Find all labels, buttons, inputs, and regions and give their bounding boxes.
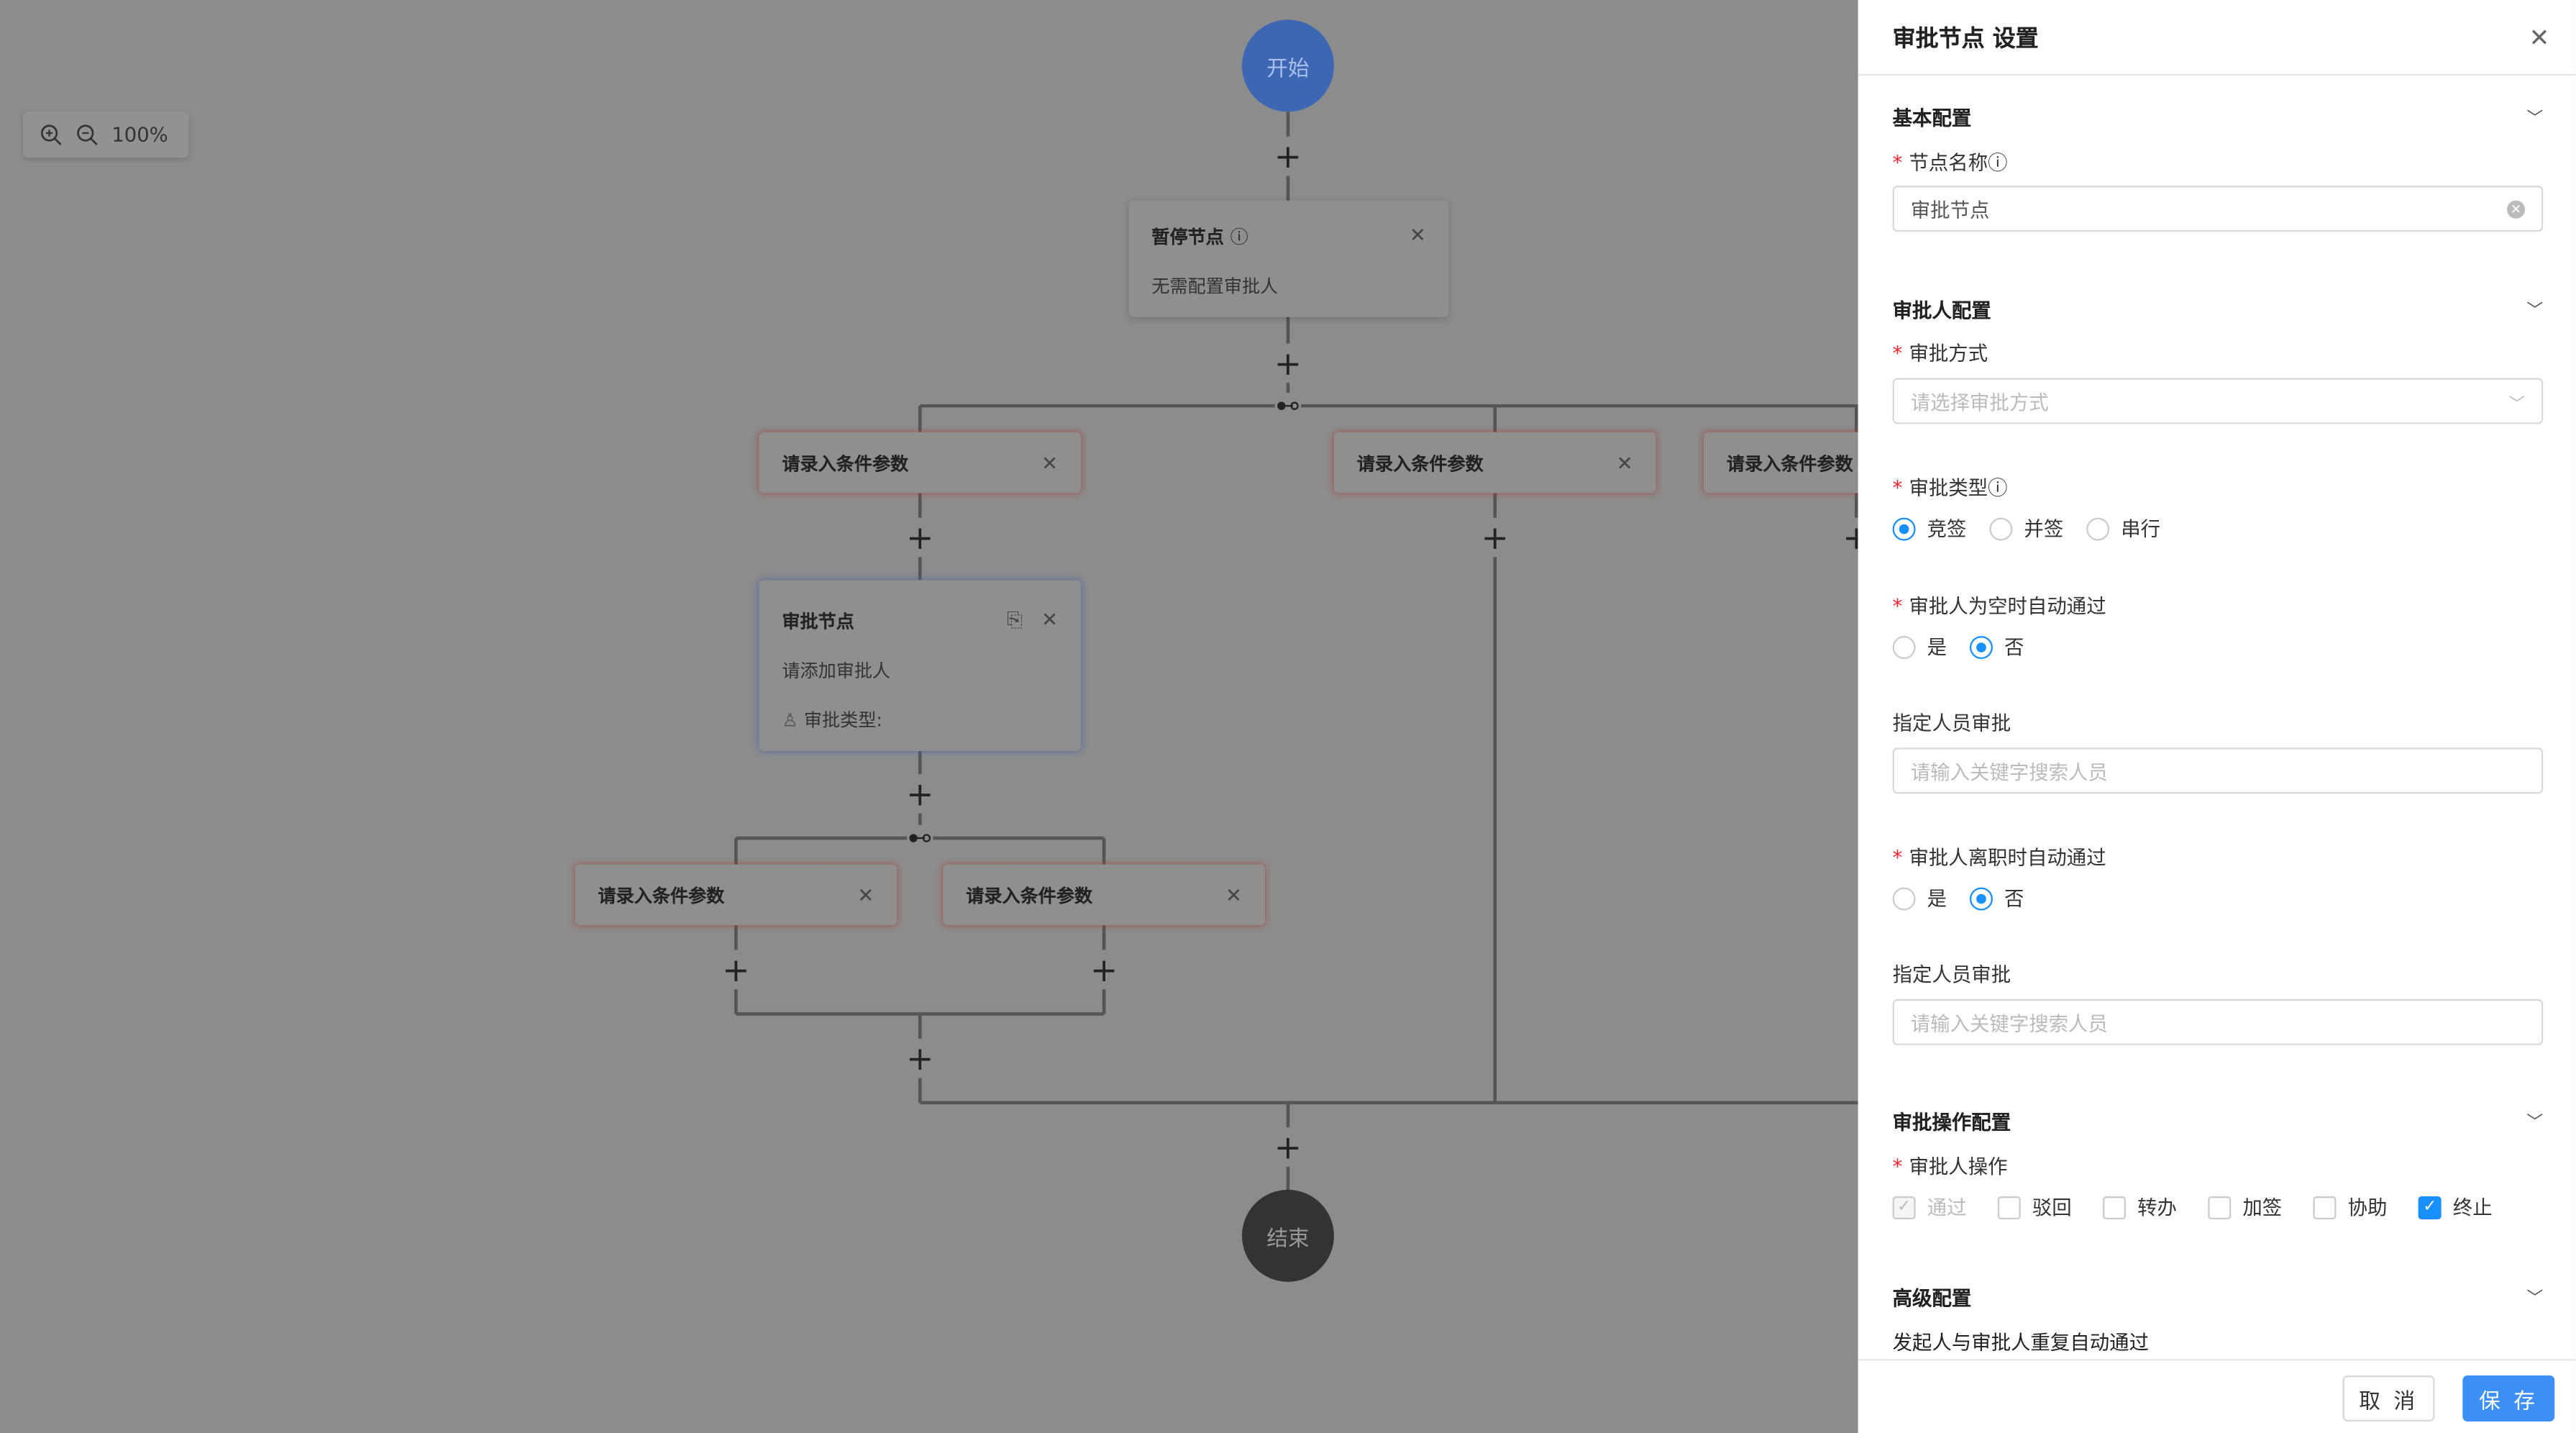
empty-auto-radio-group: 是 否: [1892, 632, 2024, 660]
resign-auto-label: 审批人离职时自动通过: [1909, 846, 2106, 870]
radio-chuanxing[interactable]: 串行: [2086, 514, 2160, 542]
close-icon[interactable]: ✕: [2529, 22, 2550, 52]
chevron-down-icon[interactable]: ﹀: [2526, 110, 2544, 129]
stamp-icon: ♙: [782, 709, 798, 732]
chevron-down-icon[interactable]: ﹀: [2526, 1114, 2544, 1132]
resign-auto-radio-group: 是 否: [1892, 884, 2024, 912]
radio-jingqian[interactable]: 竞签: [1892, 514, 1966, 542]
section-basic[interactable]: 基本配置﹀: [1893, 104, 2544, 132]
condition-node[interactable]: 请录入条件参数 ✕: [575, 864, 898, 926]
designee-search-input[interactable]: 请输入关键字搜索人员: [1892, 747, 2544, 794]
pause-node-title: 暂停节点: [1151, 227, 1224, 248]
radio-no[interactable]: 否: [1970, 632, 2024, 660]
section-operations[interactable]: 审批操作配置﹀: [1893, 1108, 2544, 1136]
condition-label: 请录入条件参数: [966, 885, 1093, 906]
drawer-title: 审批节点 设置: [1892, 25, 2039, 52]
close-icon[interactable]: ✕: [1225, 883, 1243, 906]
designee-label: 指定人员审批: [1892, 963, 2011, 986]
zoom-out-icon[interactable]: [76, 123, 99, 146]
zoom-level: 100%: [111, 123, 168, 147]
condition-label: 请录入条件参数: [598, 885, 725, 906]
type-label: 审批类型: [1909, 476, 1988, 500]
node-name-label: 节点名称: [1909, 151, 1988, 175]
add-node-button[interactable]: +: [1271, 1127, 1305, 1167]
add-node-button[interactable]: +: [1271, 343, 1305, 383]
chevron-down-icon: ﹀: [2508, 395, 2526, 414]
approval-node[interactable]: 审批节点 ⎘ ✕ 请添加审批人 ♙ 审批类型:: [759, 580, 1082, 751]
designee-search-input[interactable]: 请输入关键字搜索人员: [1892, 998, 2544, 1045]
checkbox-pass: ✓通过: [1892, 1193, 1966, 1221]
approval-node-title: 审批节点: [782, 611, 854, 633]
chevron-down-icon[interactable]: ﹀: [2526, 302, 2544, 321]
node-name-input[interactable]: 审批节点✕: [1892, 186, 2544, 232]
flow-canvas: 100% 开始 + 暂停节点 ⓘ ✕ 无需配置审批人 + 请录入条件参数 ✕ 请录入…: [22, 19, 1858, 1282]
chevron-down-icon[interactable]: ﹀: [2526, 1290, 2544, 1309]
empty-auto-label: 审批人为空时自动通过: [1909, 594, 2106, 618]
condition-node[interactable]: 请录入条件参数✕: [1703, 432, 1858, 493]
node-settings-drawer: 审批节点 设置✕ 基本配置﹀ *节点名称ⓘ 审批节点✕ 审批人配置﹀ *审批方式…: [1858, 0, 2576, 1433]
condition-node[interactable]: 请录入条件参数 ✕: [1333, 432, 1656, 493]
add-branch-icon[interactable]: [906, 824, 933, 852]
add-node-button[interactable]: +: [903, 1038, 937, 1078]
section-advanced[interactable]: 高级配置﹀: [1893, 1283, 2544, 1311]
close-icon[interactable]: ✕: [1041, 451, 1059, 475]
add-node-button[interactable]: +: [1087, 950, 1120, 990]
condition-node[interactable]: 请录入条件参数 ✕: [759, 432, 1082, 493]
save-button[interactable]: 保 存: [2462, 1375, 2555, 1422]
repeat-auto-label: 发起人与审批人重复自动通过: [1892, 1331, 2150, 1355]
method-label: 审批方式: [1909, 342, 1988, 365]
radio-yes[interactable]: 是: [1892, 884, 1947, 912]
help-icon: ⓘ: [1230, 227, 1248, 248]
designee-label: 指定人员审批: [1892, 711, 2011, 735]
pause-node[interactable]: 暂停节点 ⓘ ✕ 无需配置审批人: [1128, 200, 1449, 317]
approval-node-desc: 请添加审批人: [782, 660, 891, 683]
radio-yes[interactable]: 是: [1892, 632, 1947, 660]
zoom-in-icon[interactable]: [40, 123, 63, 146]
add-node-button[interactable]: +: [719, 950, 753, 990]
operations-checkbox-group: ✓通过 驳回 转办 加签 协助 ✓终止: [1892, 1193, 2493, 1221]
radio-no[interactable]: 否: [1970, 884, 2024, 912]
condition-label: 请录入条件参数: [782, 452, 909, 475]
drawer-footer: 取 消 保 存: [1858, 1359, 2576, 1433]
type-radio-group: 竞签 并签 串行: [1892, 514, 2160, 542]
zoom-controls: 100%: [22, 112, 189, 158]
add-node-button[interactable]: +: [903, 517, 937, 558]
clear-icon[interactable]: ✕: [2506, 199, 2526, 218]
condition-label: 请录入条件参数: [1726, 452, 1853, 475]
end-node: 结束: [1242, 1189, 1334, 1282]
checkbox-assist[interactable]: 协助: [2313, 1193, 2387, 1221]
checkbox-reject[interactable]: 驳回: [1997, 1193, 2072, 1221]
section-approver[interactable]: 审批人配置﹀: [1893, 296, 2544, 324]
add-branch-icon[interactable]: [1274, 392, 1302, 419]
help-icon: ⓘ: [1988, 151, 2008, 175]
checkbox-add-sign[interactable]: 加签: [2208, 1193, 2282, 1221]
pause-node-desc: 无需配置审批人: [1151, 276, 1279, 298]
start-node[interactable]: 开始: [1242, 19, 1334, 112]
help-icon: ⓘ: [1988, 476, 2008, 500]
radio-bingqian[interactable]: 并签: [1989, 514, 2063, 542]
add-node-button[interactable]: +: [1840, 517, 1858, 558]
copy-icon[interactable]: ⎘: [1006, 608, 1023, 632]
method-select[interactable]: 请选择审批方式﹀: [1892, 378, 2544, 424]
close-icon[interactable]: ✕: [857, 883, 874, 906]
operations-label: 审批人操作: [1909, 1155, 2008, 1178]
cancel-button[interactable]: 取 消: [2342, 1375, 2435, 1422]
checkbox-transfer[interactable]: 转办: [2103, 1193, 2177, 1221]
checkbox-terminate[interactable]: ✓终止: [2418, 1193, 2493, 1221]
close-icon[interactable]: ✕: [1616, 451, 1633, 475]
close-icon[interactable]: ✕: [1409, 223, 1426, 247]
add-node-button[interactable]: +: [1478, 517, 1512, 558]
condition-node[interactable]: 请录入条件参数 ✕: [943, 864, 1265, 926]
add-node-button[interactable]: +: [1271, 136, 1305, 176]
add-node-button[interactable]: +: [903, 773, 937, 814]
approval-type-label: 审批类型:: [803, 709, 882, 732]
close-icon[interactable]: ✕: [1041, 608, 1059, 632]
condition-label: 请录入条件参数: [1356, 452, 1484, 475]
